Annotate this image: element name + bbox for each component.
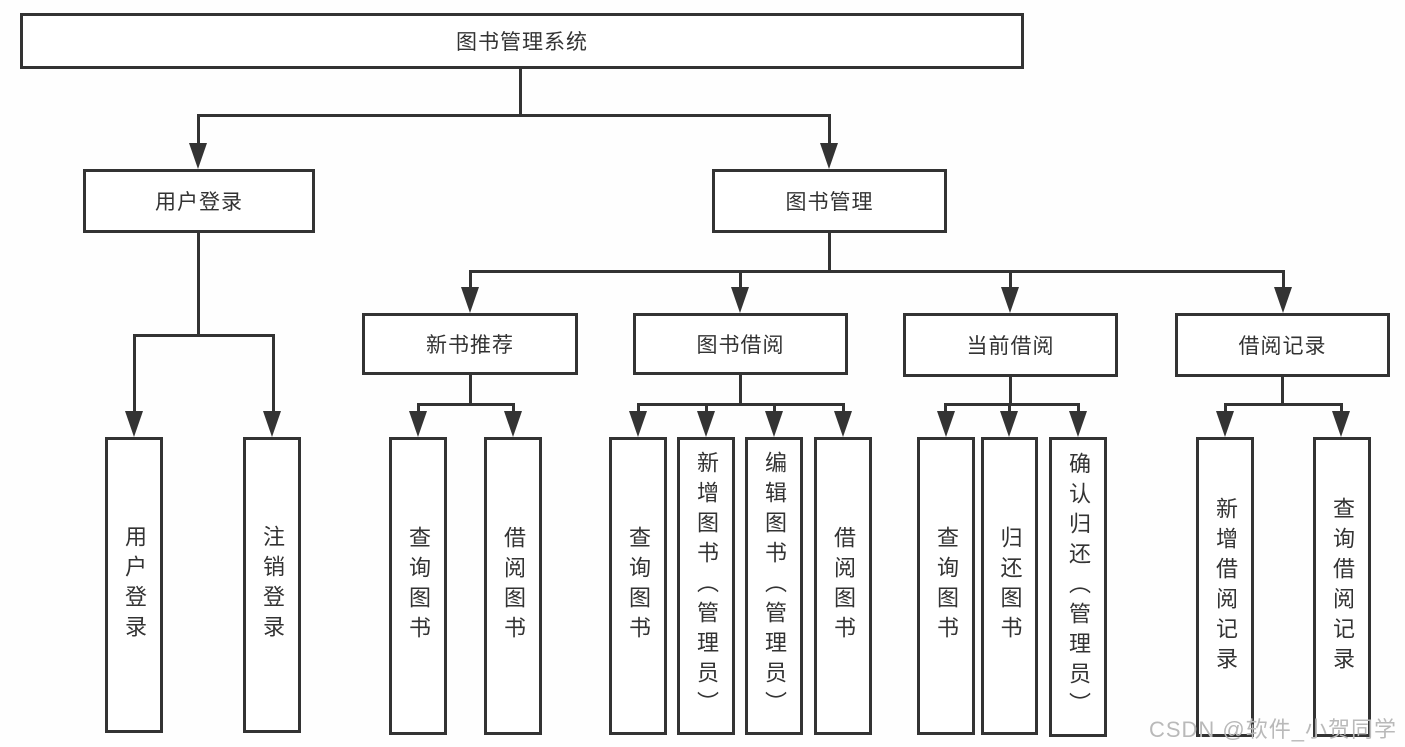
leaf-current-confirm-return-admin: 确认归还（管理员）	[1049, 437, 1107, 737]
arrow-down-icon	[1274, 287, 1292, 313]
node-book-borrow: 图书借阅	[633, 313, 848, 375]
arrow-down-icon	[697, 411, 715, 437]
leaf-label: 新增图书（管理员）	[694, 451, 719, 721]
arrow-down-icon	[834, 411, 852, 437]
node-new-book-recommend: 新书推荐	[362, 313, 578, 375]
arrow-down-icon	[409, 411, 427, 437]
leaf-user-login: 用户登录	[105, 437, 163, 733]
leaf-borrow-edit-books-admin: 编辑图书（管理员）	[745, 437, 803, 735]
connector-line	[739, 375, 742, 406]
connector-line	[828, 114, 831, 147]
node-root: 图书管理系统	[20, 13, 1024, 69]
connector-line	[512, 403, 515, 415]
arrow-down-icon	[1069, 411, 1087, 437]
connector-line	[828, 233, 831, 273]
connector-line	[1009, 270, 1012, 292]
arrow-down-icon	[629, 411, 647, 437]
leaf-borrow-borrow-books: 借阅图书	[814, 437, 872, 735]
leaf-label: 借阅图书	[831, 526, 856, 646]
connector-line	[1224, 403, 1227, 415]
leaf-label: 编辑图书（管理员）	[762, 451, 787, 721]
leaf-current-return-books: 归还图书	[981, 437, 1038, 735]
arrow-down-icon	[937, 411, 955, 437]
connector-line	[1008, 403, 1011, 415]
connector-line	[133, 334, 136, 414]
connector-line	[272, 334, 275, 414]
connector-line	[197, 233, 200, 337]
leaf-label: 确认归还（管理员）	[1066, 452, 1091, 722]
connector-line	[469, 270, 1285, 273]
connector-line	[197, 114, 200, 147]
connector-line	[1282, 270, 1285, 292]
connector-line	[469, 375, 472, 406]
arrow-down-icon	[1216, 411, 1234, 437]
connector-line	[773, 403, 776, 415]
connector-line	[944, 403, 947, 415]
arrow-down-icon	[1001, 287, 1019, 313]
node-current-borrow: 当前借阅	[903, 313, 1118, 377]
arrow-down-icon	[1000, 411, 1018, 437]
connector-line	[637, 403, 640, 415]
connector-line	[417, 403, 420, 415]
leaf-current-query-books: 查询图书	[917, 437, 975, 735]
arrow-down-icon	[731, 287, 749, 313]
connector-line	[1281, 377, 1284, 406]
arrow-down-icon	[765, 411, 783, 437]
leaf-record-query-borrow-record: 查询借阅记录	[1313, 437, 1371, 737]
leaf-recommend-borrow-books: 借阅图书	[484, 437, 542, 735]
leaf-record-add-borrow-record: 新增借阅记录	[1196, 437, 1254, 737]
arrow-down-icon	[1332, 411, 1350, 437]
node-book-management: 图书管理	[712, 169, 947, 233]
connector-line	[519, 69, 522, 117]
connector-line	[1340, 403, 1343, 415]
arrow-down-icon	[263, 411, 281, 437]
leaf-borrow-add-books-admin: 新增图书（管理员）	[677, 437, 735, 735]
arrow-down-icon	[504, 411, 522, 437]
connector-line	[705, 403, 708, 415]
connector-line	[637, 403, 845, 406]
connector-line	[739, 270, 742, 292]
connector-line	[1224, 403, 1343, 406]
connector-line	[1009, 377, 1012, 406]
leaf-borrow-query-books: 查询图书	[609, 437, 667, 735]
leaf-logout: 注销登录	[243, 437, 301, 733]
leaf-label: 查询图书	[406, 526, 431, 646]
leaf-label: 查询图书	[934, 526, 959, 646]
arrow-down-icon	[189, 143, 207, 169]
leaf-label: 查询借阅记录	[1330, 497, 1355, 677]
connector-line	[133, 334, 275, 337]
arrow-down-icon	[461, 287, 479, 313]
node-user-login: 用户登录	[83, 169, 315, 233]
connector-line	[1077, 403, 1080, 415]
connector-line	[842, 403, 845, 415]
leaf-label: 新增借阅记录	[1213, 497, 1238, 677]
leaf-label: 注销登录	[260, 525, 285, 645]
connector-line	[944, 403, 1080, 406]
connector-line	[469, 270, 472, 292]
leaf-recommend-query-books: 查询图书	[389, 437, 447, 735]
leaf-label: 借阅图书	[501, 526, 526, 646]
connector-line	[417, 403, 515, 406]
leaf-label: 归还图书	[997, 526, 1023, 646]
arrow-down-icon	[125, 411, 143, 437]
csdn-watermark: CSDN @软件_小贺同学	[1148, 717, 1397, 742]
connector-line	[197, 114, 831, 117]
leaf-label: 查询图书	[626, 526, 651, 646]
leaf-label: 用户登录	[122, 525, 147, 645]
arrow-down-icon	[820, 143, 838, 169]
node-borrow-record: 借阅记录	[1175, 313, 1390, 377]
